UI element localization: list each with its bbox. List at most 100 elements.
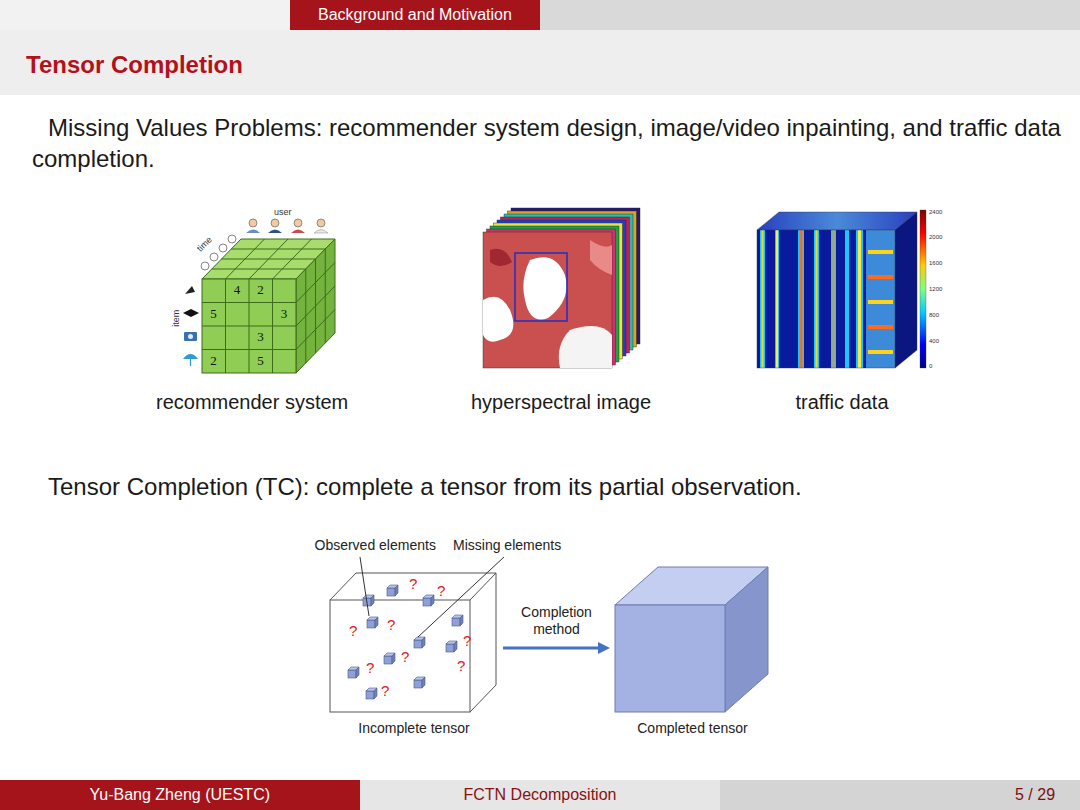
traffic-cube [833, 230, 835, 368]
hyperspectral-cube [559, 326, 612, 368]
traffic-cube [757, 230, 895, 368]
figure-caption: recommender system [156, 391, 348, 414]
observed-element-cubes [348, 667, 359, 678]
traffic-cube [816, 230, 818, 368]
hyperspectral-cube [490, 249, 512, 266]
leader-lines [418, 557, 504, 637]
missing-mark: ? [409, 575, 417, 592]
rating-value: 3 [257, 330, 264, 345]
footer-title: FCTN Decomposition [464, 786, 617, 804]
traffic-cube [775, 230, 779, 368]
traffic-cube [845, 230, 849, 368]
clock-icons [219, 244, 227, 252]
observed-element-cubes [356, 667, 359, 678]
colorbar-tick: 400 [929, 338, 939, 345]
observed-element-cubes [366, 688, 377, 699]
item-icons [185, 286, 195, 294]
item-icons [184, 332, 197, 341]
user-icons [317, 219, 325, 227]
axis-label: user [274, 207, 292, 217]
observed-element-cubes [395, 585, 398, 596]
traffic-cube [757, 212, 917, 368]
observed-element-cubes [414, 677, 425, 688]
traffic-cube [868, 350, 893, 354]
traffic-cube [800, 230, 803, 368]
body-text: Missing Values Problems: recommender sys… [32, 112, 1064, 174]
observed-element-cubes [414, 680, 422, 688]
recommender-cube [296, 263, 335, 303]
observed-element-cubes [367, 620, 375, 628]
colorbar-tick: 2000 [929, 234, 942, 241]
node-caption: Incomplete tensor [325, 720, 503, 736]
clock-icons [228, 235, 236, 243]
observed-element-cubes [387, 585, 398, 596]
recommender-cube [202, 326, 296, 327]
recommender-cube [226, 239, 265, 279]
traffic-cube [757, 230, 895, 368]
recommender-cube [296, 310, 335, 350]
callout-label: Observed elements [315, 537, 436, 553]
callout-label: Missing elements [453, 537, 561, 553]
traffic-cube [831, 230, 836, 368]
observed-element-cubes [375, 617, 378, 628]
footer-author: Yu-Bang Zheng (UESTC) [90, 786, 271, 804]
arrow-line [503, 647, 600, 650]
slide-title: Tensor Completion [26, 51, 243, 79]
missing-mark: ? [463, 632, 471, 649]
missing-mark: ? [457, 657, 465, 674]
item-icons [183, 286, 199, 366]
recommender-cube [202, 239, 335, 373]
item-icons [183, 354, 198, 359]
hyperspectral-cube [515, 253, 567, 321]
observed-element-cubes [374, 688, 377, 699]
user-icons [294, 219, 302, 227]
observed-element-cubes [452, 618, 460, 626]
item-icons [190, 359, 191, 366]
traffic-cube [868, 275, 893, 279]
axis-label: item [171, 310, 181, 327]
clock-icons [201, 262, 209, 270]
traffic-cube [814, 230, 819, 368]
observed-element-cubes [367, 617, 378, 628]
observed-element-cubes [366, 691, 374, 699]
figure-caption: hyperspectral image [471, 391, 651, 414]
user-icons [314, 230, 328, 234]
observed-element-cubes [371, 595, 374, 606]
recommender-cube [249, 239, 288, 279]
traffic-cube [895, 212, 917, 368]
observed-element-cubes [422, 637, 425, 648]
clock-icons [210, 253, 218, 261]
missing-mark: ? [366, 659, 374, 676]
observed-element-cubes [348, 585, 463, 699]
traffic-cube [757, 212, 917, 230]
observed-element-cubes [384, 653, 395, 664]
rating-value: 2 [257, 283, 264, 298]
traffic-cube [868, 325, 893, 329]
header-bar [0, 0, 290, 30]
observed-element-cubes [431, 595, 434, 606]
arrow-head [598, 642, 610, 654]
observed-element-cubes [387, 588, 395, 596]
missing-mark: ? [349, 622, 357, 639]
hyperspectral-cube [483, 208, 640, 368]
header-section: Background and Motivation [318, 6, 512, 24]
hyperspectral-cube [523, 257, 566, 319]
recommender-cube [202, 302, 296, 303]
recommender-cube [296, 286, 335, 326]
item-icons [188, 334, 193, 339]
observed-element-cubes [446, 644, 454, 652]
incomplete-tensor-outline [330, 573, 496, 712]
observed-element-cubes [384, 656, 392, 664]
item-icons [183, 309, 199, 317]
rating-value: 5 [210, 307, 217, 322]
recommender-cube [202, 279, 296, 373]
axis-label: time [194, 234, 213, 253]
user-icons [268, 230, 282, 234]
user-icons [271, 219, 279, 227]
traffic-cube [866, 230, 895, 368]
missing-mark: ? [387, 616, 395, 633]
leader-lines [360, 557, 369, 616]
observed-element-cubes [414, 637, 425, 648]
completed-tensor-cube [615, 567, 768, 712]
observed-element-cubes [423, 595, 434, 606]
